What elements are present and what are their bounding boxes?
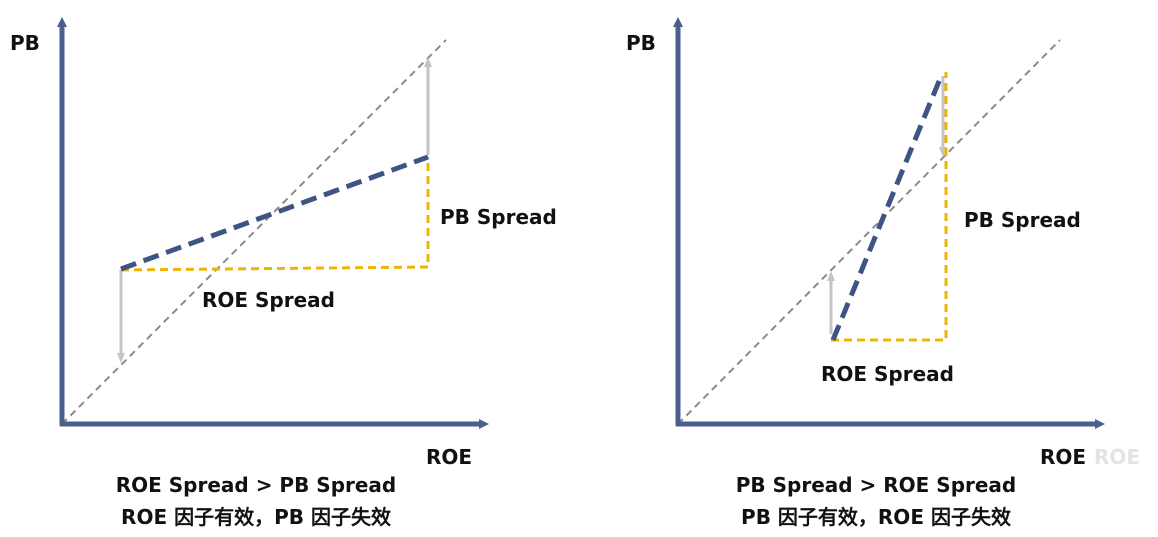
right-y-axis-label: PB <box>626 31 656 55</box>
right-x-axis-label: ROE <box>1040 445 1086 469</box>
left-panel: PB ROE PB Spread ROE Spread ROE Spread >… <box>10 17 557 529</box>
left-diagonal-reference-line <box>61 39 447 425</box>
right-x-axis-label-ghost: ROE <box>1094 445 1140 469</box>
left-caption-line2: ROE 因子有效，PB 因子失效 <box>121 505 391 529</box>
right-caption-line1: PB Spread > ROE Spread <box>736 473 1017 497</box>
left-roe-spread-label: ROE Spread <box>202 288 335 312</box>
left-y-axis-label: PB <box>10 31 40 55</box>
right-panel: PB ROE ROE PB Spread ROE Spread PB Sprea… <box>626 17 1140 529</box>
left-pb-spread-label: PB Spread <box>440 205 557 229</box>
right-roe-spread-label: ROE Spread <box>821 362 954 386</box>
left-x-axis-label: ROE <box>426 445 472 469</box>
right-diagonal-reference-line <box>677 39 1061 425</box>
right-caption-line2: PB 因子有效，ROE 因子失效 <box>741 505 1011 529</box>
left-fitted-line <box>120 154 429 272</box>
left-caption-line1: ROE Spread > PB Spread <box>116 473 397 497</box>
right-fitted-line <box>830 73 945 341</box>
right-roe-spread-line <box>831 72 948 342</box>
right-pb-spread-label: PB Spread <box>964 208 1081 232</box>
left-roe-spread-line <box>120 157 430 272</box>
